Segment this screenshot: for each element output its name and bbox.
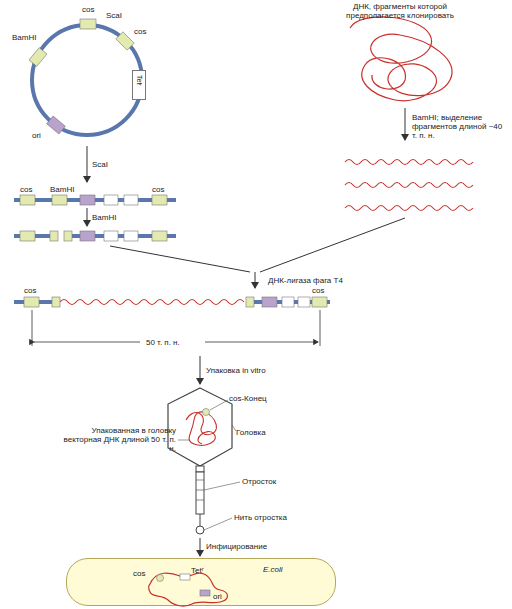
source-dna: [350, 17, 452, 101]
text-label: cos: [134, 27, 146, 36]
text-label: Головка: [236, 428, 266, 437]
text-label: Инфицирование: [206, 542, 267, 551]
node-text: ori: [213, 592, 222, 601]
phage: [168, 388, 232, 534]
node-text: cos: [133, 569, 145, 578]
step-arrow: [405, 108, 406, 140]
cut-vector: [14, 231, 176, 241]
text-label: cos-Конец: [229, 394, 267, 403]
text-label: cos: [152, 185, 164, 194]
text-label: Нить отростка: [234, 513, 287, 522]
step-arrow: [87, 208, 88, 226]
text-label: Упакованная в головку векторная ДНК длин…: [60, 426, 176, 453]
linear-vector: [14, 195, 176, 205]
step-arrow: [255, 272, 256, 288]
text-label: BamHI: [92, 213, 116, 222]
text-label: cos: [24, 286, 36, 295]
merge-line: [260, 218, 405, 272]
dna-fragments: [345, 160, 473, 211]
cell-shape: E.colicosTetʳori: [66, 558, 336, 606]
text-label: ori: [32, 131, 41, 140]
node-text: Tetʳ: [134, 75, 144, 86]
recombinant-dna: [14, 297, 330, 307]
leader-lines: [178, 400, 240, 530]
dimension: [32, 310, 320, 346]
text-label: ScaI: [92, 160, 108, 169]
text-label: 50 т. п. н.: [146, 338, 180, 347]
plasmid: [29, 19, 142, 135]
step-arrow: [87, 146, 88, 182]
node-text: E.coli: [263, 565, 283, 574]
step-arrow: [200, 356, 201, 384]
text-label: Отросток: [242, 477, 276, 486]
text-label: cos: [82, 5, 94, 14]
text-label: BamHI: [12, 33, 36, 42]
step-arrow: [200, 538, 201, 556]
text-label: ScaI: [106, 11, 122, 20]
text-label: ДНК-лигаза фага T4: [268, 276, 343, 285]
text-label: ДНК, фрагменты которой предполагается кл…: [340, 2, 460, 20]
gene-box: Tetʳ: [132, 70, 146, 100]
text-label: BamHI: [50, 185, 74, 194]
text-label: BamHI; выделение фрагментов длиной ~40 т…: [412, 113, 508, 140]
text-label: Упаковка in vitro: [206, 366, 266, 375]
text-label: cos: [20, 185, 32, 194]
text-label: cos: [312, 286, 324, 295]
merge-line: [110, 246, 250, 272]
